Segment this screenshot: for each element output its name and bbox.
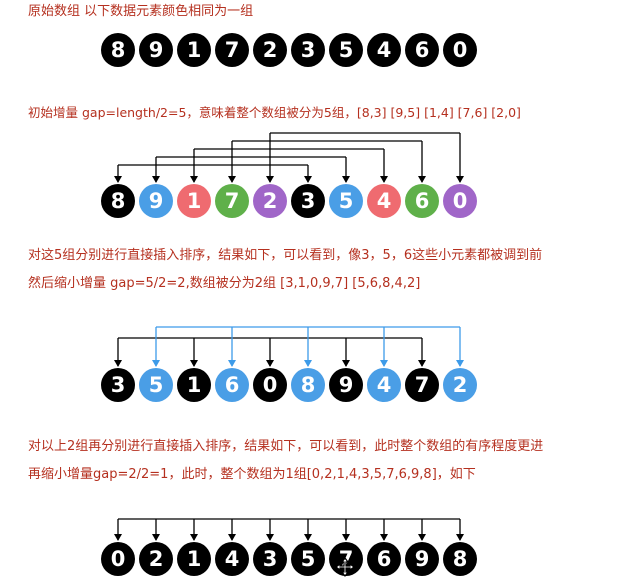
element-ball: 6 [215,368,249,402]
element-ball: 8 [443,542,477,576]
element-ball: 3 [291,33,325,67]
arrowhead [456,534,464,541]
arrowhead [266,360,274,367]
text-gap1: 再缩小增量gap=2/2=1，此时，整个数组为1组[0,2,1,4,3,5,7,… [28,467,476,482]
arrowhead [266,176,274,183]
text-initial-gap: 初始增量 gap=length/2=5，意味着整个数组被分为5组，[8,3] [… [28,105,521,120]
arrowhead [152,534,160,541]
element-ball: 0 [253,368,287,402]
element-ball: 1 [177,542,211,576]
element-ball: 4 [367,184,401,218]
arrowhead [342,360,350,367]
arrowhead [380,534,388,541]
arrowhead [266,534,274,541]
arrowhead [228,176,236,183]
element-ball: 4 [367,33,401,67]
arrowhead [114,176,122,183]
arrowhead [152,360,160,367]
element-ball: 6 [405,184,439,218]
arrowhead [304,176,312,183]
element-ball: 5 [329,184,363,218]
element-ball: 9 [329,368,363,402]
element-ball: 1 [177,184,211,218]
mouse-cursor-icon [335,557,355,577]
element-ball: 7 [215,184,249,218]
arrowhead [342,534,350,541]
element-ball: 8 [101,184,135,218]
element-ball: 7 [215,33,249,67]
arrowhead [304,534,312,541]
element-ball: 3 [253,542,287,576]
element-ball: 3 [291,184,325,218]
element-ball: 3 [101,368,135,402]
element-ball: 4 [367,368,401,402]
arrowhead [456,176,464,183]
element-ball: 4 [215,542,249,576]
element-ball: 6 [367,542,401,576]
element-ball: 5 [291,542,325,576]
arrowhead [304,360,312,367]
arrowhead [114,360,122,367]
element-ball: 5 [139,368,173,402]
arrowhead [380,176,388,183]
title-original-array: 原始数组 以下数据元素颜色相同为一组 [28,4,254,19]
arrowhead [190,176,198,183]
arrowhead [380,360,388,367]
arrowhead [228,534,236,541]
element-ball: 0 [443,33,477,67]
element-ball: 9 [405,542,439,576]
element-ball: 9 [139,184,173,218]
arrowhead [114,534,122,541]
arrowhead [152,176,160,183]
arrowhead [190,534,198,541]
element-ball: 8 [291,368,325,402]
arrowhead [190,360,198,367]
element-ball: 9 [139,33,173,67]
arrowhead [418,360,426,367]
arrowhead [228,360,236,367]
element-ball: 1 [177,33,211,67]
arrowhead [418,534,426,541]
element-ball: 5 [329,33,363,67]
arrowhead [418,176,426,183]
arrowhead [456,360,464,367]
element-ball: 2 [443,368,477,402]
element-ball: 2 [253,33,287,67]
element-ball: 0 [443,184,477,218]
element-ball: 2 [253,184,287,218]
element-ball: 0 [101,542,135,576]
row-gap1: 0214357698 [101,542,477,576]
arrowhead [342,176,350,183]
element-ball: 7 [405,368,439,402]
text-gap2: 然后缩小增量 gap=5/2=2,数组被分为2组 [3,1,0,9,7] [5,… [28,276,421,291]
element-ball: 1 [177,368,211,402]
text-gap2-result: 对以上2组再分别进行直接插入排序，结果如下，可以看到，此时整个数组的有序程度更进 [28,439,544,454]
element-ball: 8 [101,33,135,67]
text-gap5-result: 对这5组分别进行直接插入排序，结果如下，可以看到，像3，5，6这些小元素都被调到… [28,248,543,263]
element-ball: 6 [405,33,439,67]
element-ball: 2 [139,542,173,576]
